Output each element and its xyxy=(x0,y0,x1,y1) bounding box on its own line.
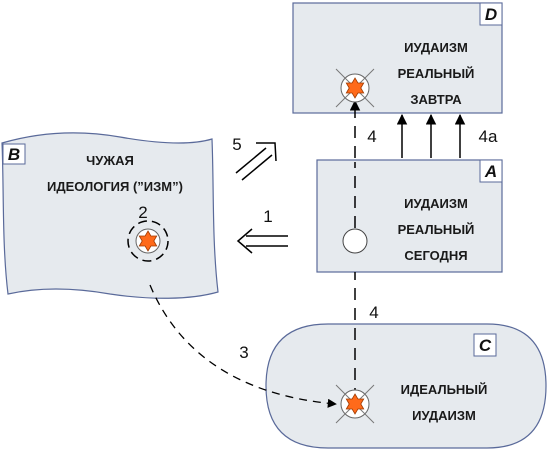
label-2: 2 xyxy=(138,203,147,222)
empty-circle-icon xyxy=(342,228,368,254)
box-a-line-1: ИУДАИЗМ xyxy=(404,196,468,211)
box-c-line-2: ИУДАИЗМ xyxy=(412,408,476,423)
box-d-line-2: РЕАЛЬНЫЙ xyxy=(398,66,475,81)
box-c-line-1: ИДЕАЛЬНЫЙ xyxy=(401,382,488,397)
box-b-letter: B xyxy=(8,145,20,164)
box-c: C ИДЕАЛЬНЫЙ ИУДАИЗМ xyxy=(265,323,547,449)
box-a-line-3: СЕГОДНЯ xyxy=(404,248,467,263)
label-4-lower: 4 xyxy=(369,303,378,322)
box-b: B ЧУЖАЯ ИДЕОЛОГИЯ (”ИЗМ”) xyxy=(1,132,219,299)
crossed-circle-star-icon-d xyxy=(335,68,375,108)
label-4a: 4a xyxy=(479,127,498,146)
box-b-line-2: ИДЕОЛОГИЯ (”ИЗМ”) xyxy=(47,179,183,194)
double-arrow-icon-1 xyxy=(236,228,288,254)
crossed-circle-star-icon-c xyxy=(335,384,375,424)
box-a-letter: A xyxy=(484,162,497,181)
box-d-line-1: ИУДАИЗМ xyxy=(404,40,468,55)
label-5: 5 xyxy=(232,135,241,154)
box-a-line-2: РЕАЛЬНЫЙ xyxy=(398,222,475,237)
box-a: A ИУДАИЗМ РЕАЛЬНЫЙ СЕГОДНЯ xyxy=(316,159,503,273)
box-d-letter: D xyxy=(485,5,497,24)
box-d: D ИУДАИЗМ РЕАЛЬНЫЙ ЗАВТРА xyxy=(292,2,503,114)
dashed-circle-star-icon-b xyxy=(127,220,169,262)
box-c-letter: C xyxy=(479,336,492,355)
box-d-line-3: ЗАВТРА xyxy=(410,92,462,107)
label-4-upper: 4 xyxy=(367,127,376,146)
double-arrow-icon-5 xyxy=(235,142,277,181)
label-3: 3 xyxy=(239,343,248,362)
arrow-3 xyxy=(149,284,337,408)
arrows-4a xyxy=(396,113,466,158)
box-b-line-1: ЧУЖАЯ xyxy=(86,153,134,168)
label-1: 1 xyxy=(263,207,272,226)
